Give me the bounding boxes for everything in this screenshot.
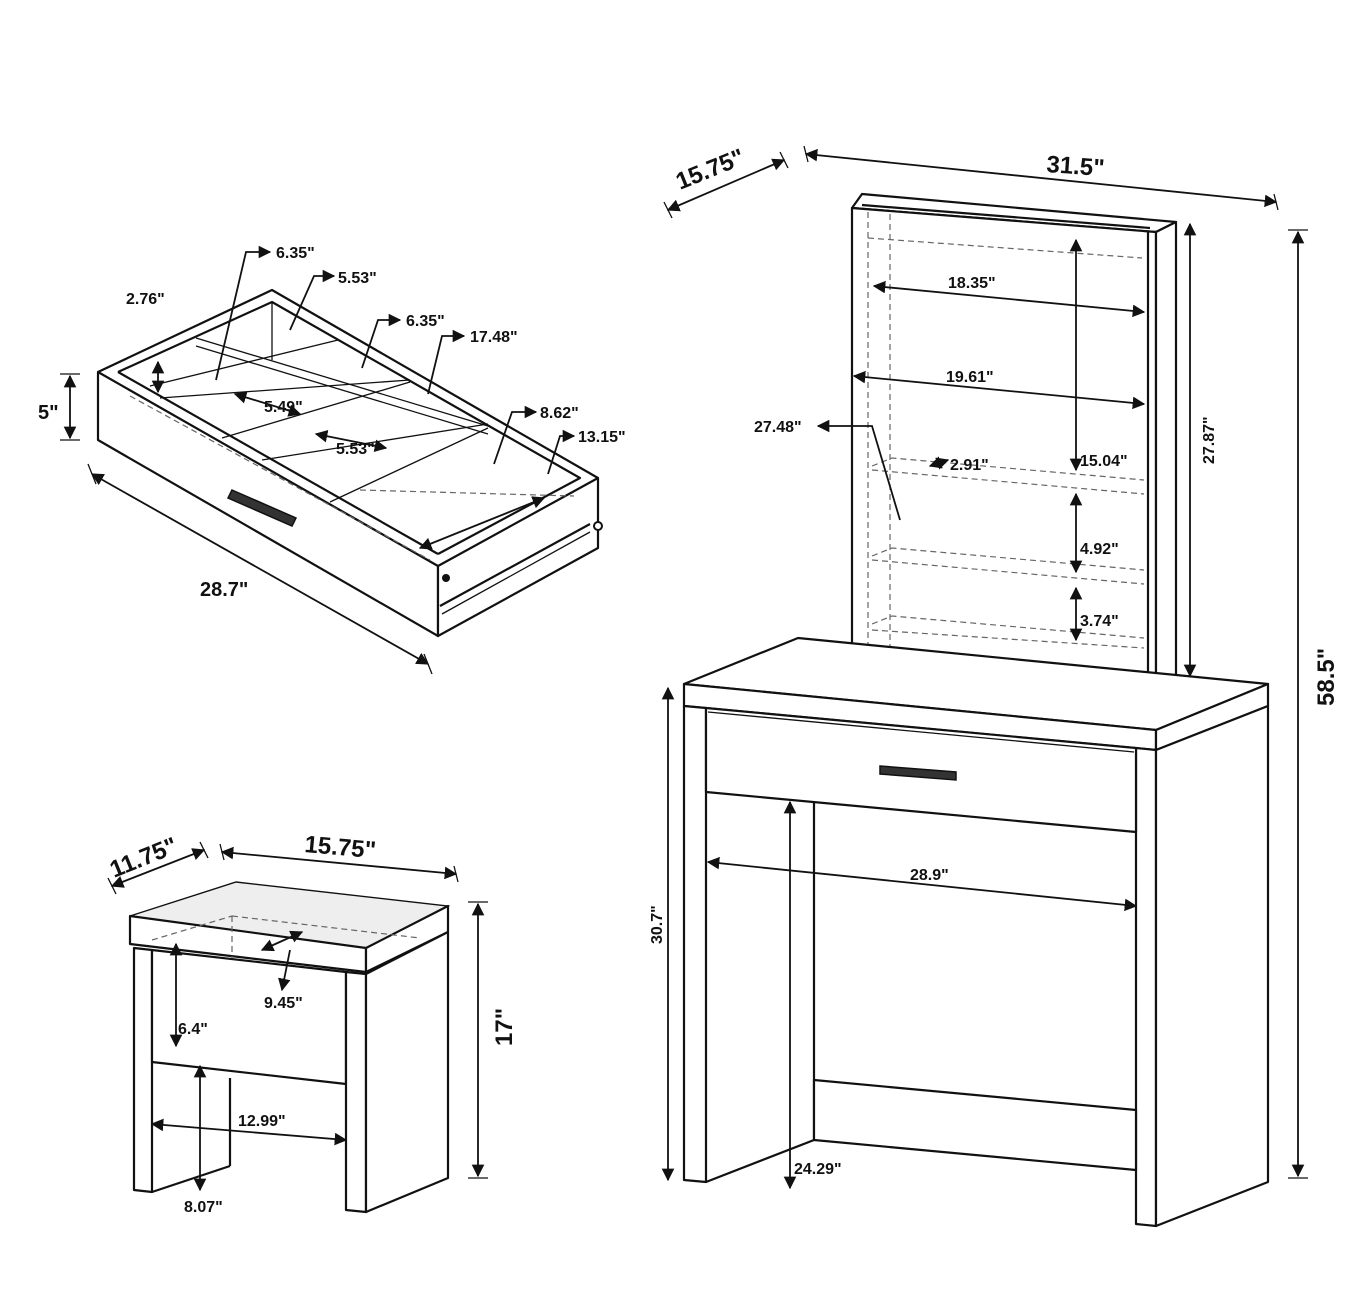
leg-height-label: 8.07": [184, 1199, 223, 1216]
drawer-d8-label: 8.62": [540, 405, 579, 422]
seat-depth-label: 9.45": [264, 995, 303, 1012]
drawer-dimensions: [60, 245, 576, 675]
drawer-width-label: 28.7": [200, 579, 248, 601]
stool-width-label: 15.75": [303, 831, 377, 864]
stool-depth-label: 11.75": [106, 832, 181, 883]
stool-inner-width-label: 12.99": [238, 1113, 286, 1130]
mirror-depth-label: 27.48": [754, 419, 802, 436]
inner-width-label: 19.61": [946, 369, 994, 386]
vanity-depth-label: 15.75": [672, 144, 748, 196]
inner-width-top-label: 18.35": [948, 275, 996, 292]
vanity-width-label: 31.5": [1046, 151, 1106, 182]
stool-height-label: 17": [491, 1008, 518, 1046]
drawer-labels: 5" 28.7" 2.76" 6.35" 5.53" 6.35" 17.48" …: [38, 245, 626, 601]
seat-height-label: 6.4": [178, 1021, 208, 1038]
drawer-d2-label: 6.35": [276, 245, 315, 262]
drawer-height-label: 5": [38, 402, 59, 424]
vanity-illustration: [682, 192, 1270, 1228]
knee-height-label: 24.29": [794, 1161, 842, 1178]
drawer-d5-label: 17.48": [470, 329, 518, 346]
drawer-d1-label: 2.76": [126, 291, 165, 308]
drawer-d7-label: 5.53": [336, 441, 375, 458]
mirror-height-label: 27.87": [1201, 416, 1218, 464]
drawer-illustration: [96, 288, 603, 638]
upper-space-label: 15.04": [1080, 453, 1128, 470]
shelf-depth-label: 2.91": [950, 457, 989, 474]
vanity-overall-height-label: 58.5": [1313, 648, 1340, 706]
drawer-d9-label: 13.15": [578, 429, 626, 446]
mid-space-label: 4.92": [1080, 541, 1119, 558]
stool-illustration: [128, 881, 451, 1214]
low-space-label: 3.74": [1080, 613, 1119, 630]
drawer-d6-label: 5.49": [264, 399, 303, 416]
table-height-label: 30.7": [649, 905, 666, 944]
drawer-d3-label: 5.53": [338, 270, 377, 287]
vanity-dimensions: [661, 145, 1308, 1190]
drawer-d4-label: 6.35": [406, 313, 445, 330]
stool-dimensions: [107, 841, 488, 1192]
knee-width-label: 28.9": [910, 867, 949, 884]
